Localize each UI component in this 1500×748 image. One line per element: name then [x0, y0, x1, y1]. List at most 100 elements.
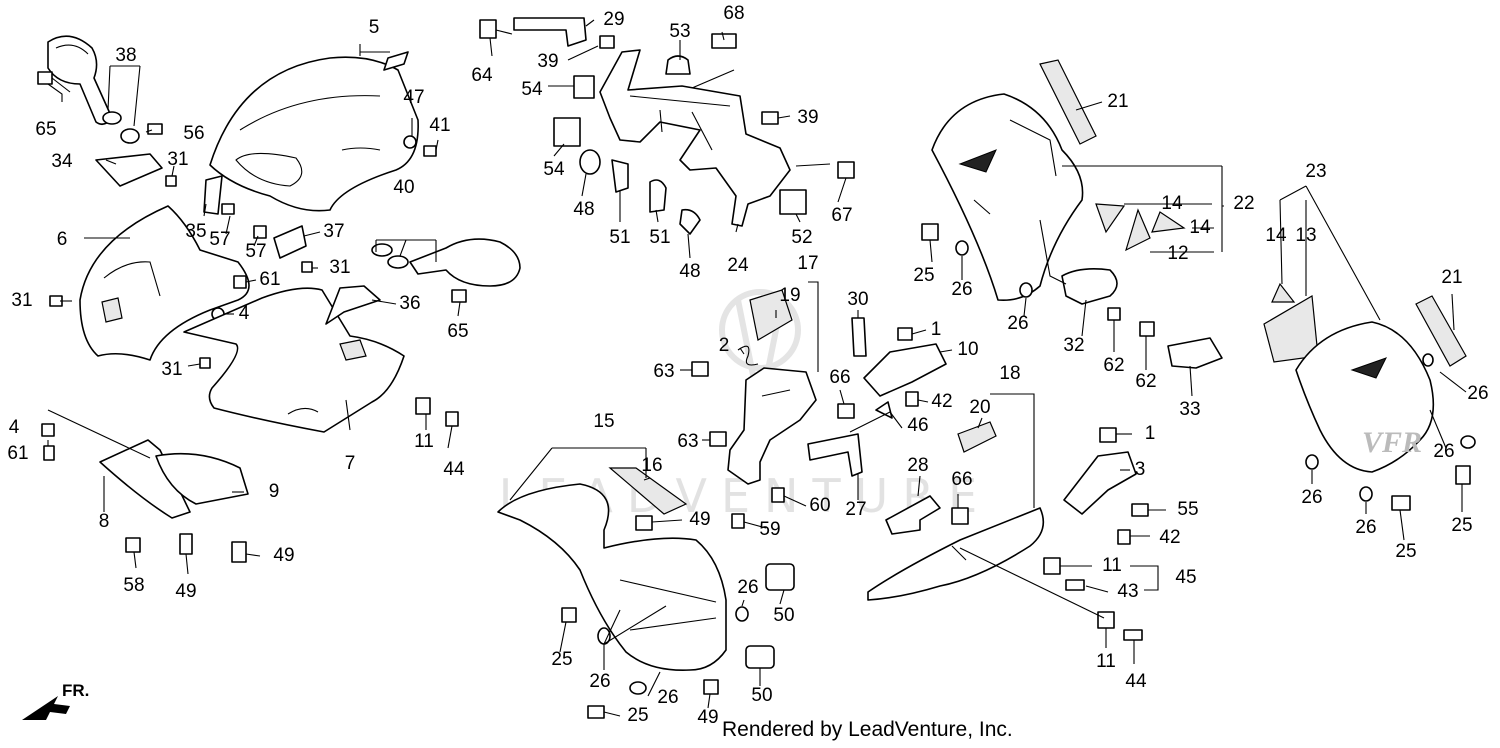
callout-31d: 31	[161, 359, 182, 380]
screw-58	[125, 537, 141, 553]
bolt-25a	[561, 607, 577, 623]
nut-63b	[709, 431, 727, 447]
screw-57a	[221, 203, 235, 215]
callout-50a: 50	[773, 605, 794, 626]
bracket-32	[1061, 268, 1118, 305]
callout-42a: 42	[931, 391, 952, 412]
bracket-34	[95, 153, 163, 187]
callout-18: 18	[999, 363, 1020, 384]
callout-60: 60	[809, 495, 830, 516]
bolt-60	[771, 487, 785, 503]
callout-22: 22	[1233, 193, 1254, 214]
callout-26f: 26	[1467, 383, 1488, 404]
callout-50b: 50	[751, 685, 772, 706]
callout-21b: 21	[1441, 267, 1462, 288]
callout-54a: 54	[521, 79, 543, 100]
clip-39b	[761, 111, 779, 125]
washer-26e	[1019, 282, 1033, 298]
stay-27	[807, 433, 863, 477]
bolt-44a	[445, 411, 459, 427]
callout-1b: 1	[1145, 423, 1156, 444]
bolt-59	[731, 513, 745, 529]
side-cover-22	[931, 93, 1084, 302]
bolt-61	[233, 275, 247, 289]
clip-46	[875, 401, 893, 419]
callout-48a: 48	[573, 199, 594, 220]
clamp-51b	[649, 179, 667, 213]
callout-48b: 48	[679, 261, 700, 282]
cushion-54b	[553, 117, 581, 147]
callout-31b: 31	[329, 257, 350, 278]
callout-35: 35	[185, 221, 206, 242]
bolt-25d	[1391, 495, 1411, 511]
callout-46: 46	[907, 415, 928, 436]
bracket-3	[1063, 451, 1137, 515]
callout-11c: 11	[1096, 651, 1116, 672]
bolt-64	[479, 19, 497, 39]
cushion-54a	[573, 75, 595, 99]
callout-26g: 26	[1433, 441, 1454, 462]
washer-26g	[1305, 454, 1319, 470]
upper-cowl-side-6	[79, 205, 250, 361]
callout-26c: 26	[737, 577, 758, 598]
right-mirror	[371, 238, 521, 287]
callout-55: 55	[1177, 499, 1198, 520]
stay-28	[885, 495, 941, 535]
nut-1b	[1099, 427, 1117, 443]
cap-50b	[745, 645, 775, 669]
callout-49b: 49	[273, 545, 294, 566]
callout-26b: 26	[657, 687, 678, 708]
screw-47-41	[403, 135, 437, 157]
callout-25d: 25	[1395, 541, 1416, 562]
callout-25e: 25	[1451, 515, 1472, 536]
grommet-48a	[579, 149, 601, 175]
callout-45: 45	[1175, 567, 1196, 588]
callout-47: 47	[403, 87, 424, 108]
callout-14a: 14	[1161, 193, 1183, 214]
callout-24: 24	[727, 255, 749, 276]
callout-26d: 26	[951, 279, 972, 300]
callout-11a: 11	[414, 431, 434, 452]
cushion-52	[779, 189, 807, 215]
screw-62a	[1107, 307, 1121, 321]
front-label: FR.	[62, 681, 89, 700]
callout-37: 37	[323, 221, 344, 242]
emblem-12	[1125, 208, 1151, 252]
callout-39a: 39	[537, 51, 558, 72]
bolt-67	[837, 161, 855, 179]
inner-panel-9	[155, 452, 249, 505]
callout-65b: 65	[447, 321, 468, 342]
screw-62b	[1139, 321, 1155, 337]
callout-19: 19	[779, 285, 800, 306]
nut-31a	[165, 175, 177, 187]
callout-20: 20	[969, 397, 990, 418]
callout-67: 67	[831, 205, 852, 226]
callout-29: 29	[603, 9, 624, 30]
mirror-bolt-65b	[451, 289, 467, 303]
callout-57a: 57	[209, 229, 230, 250]
bolt-68	[711, 33, 737, 49]
cover-33	[1167, 337, 1223, 369]
mirror-gaskets-38	[102, 111, 140, 144]
bolt-49c	[635, 515, 653, 531]
callout-61b: 61	[7, 443, 28, 464]
vfr-logo: VFR	[1362, 426, 1422, 459]
bracket-10	[863, 343, 947, 397]
callout-4a: 4	[239, 303, 250, 324]
bracket-29	[513, 17, 587, 47]
washer-26h	[1359, 486, 1373, 502]
callout-62b: 62	[1135, 371, 1156, 392]
callout-68: 68	[723, 3, 744, 24]
bolt-11b	[1043, 557, 1061, 575]
stay-17	[727, 367, 817, 485]
callout-26h: 26	[1301, 487, 1322, 508]
nut-31b	[301, 261, 313, 273]
screw-49b	[231, 541, 247, 563]
spring-2	[737, 345, 759, 366]
callout-63a: 63	[653, 361, 674, 382]
bolt-55	[1131, 503, 1149, 517]
bolt-43	[1065, 579, 1085, 591]
callout-63b: 63	[677, 431, 698, 452]
callout-42b: 42	[1159, 527, 1180, 548]
callout-43: 43	[1117, 581, 1138, 602]
